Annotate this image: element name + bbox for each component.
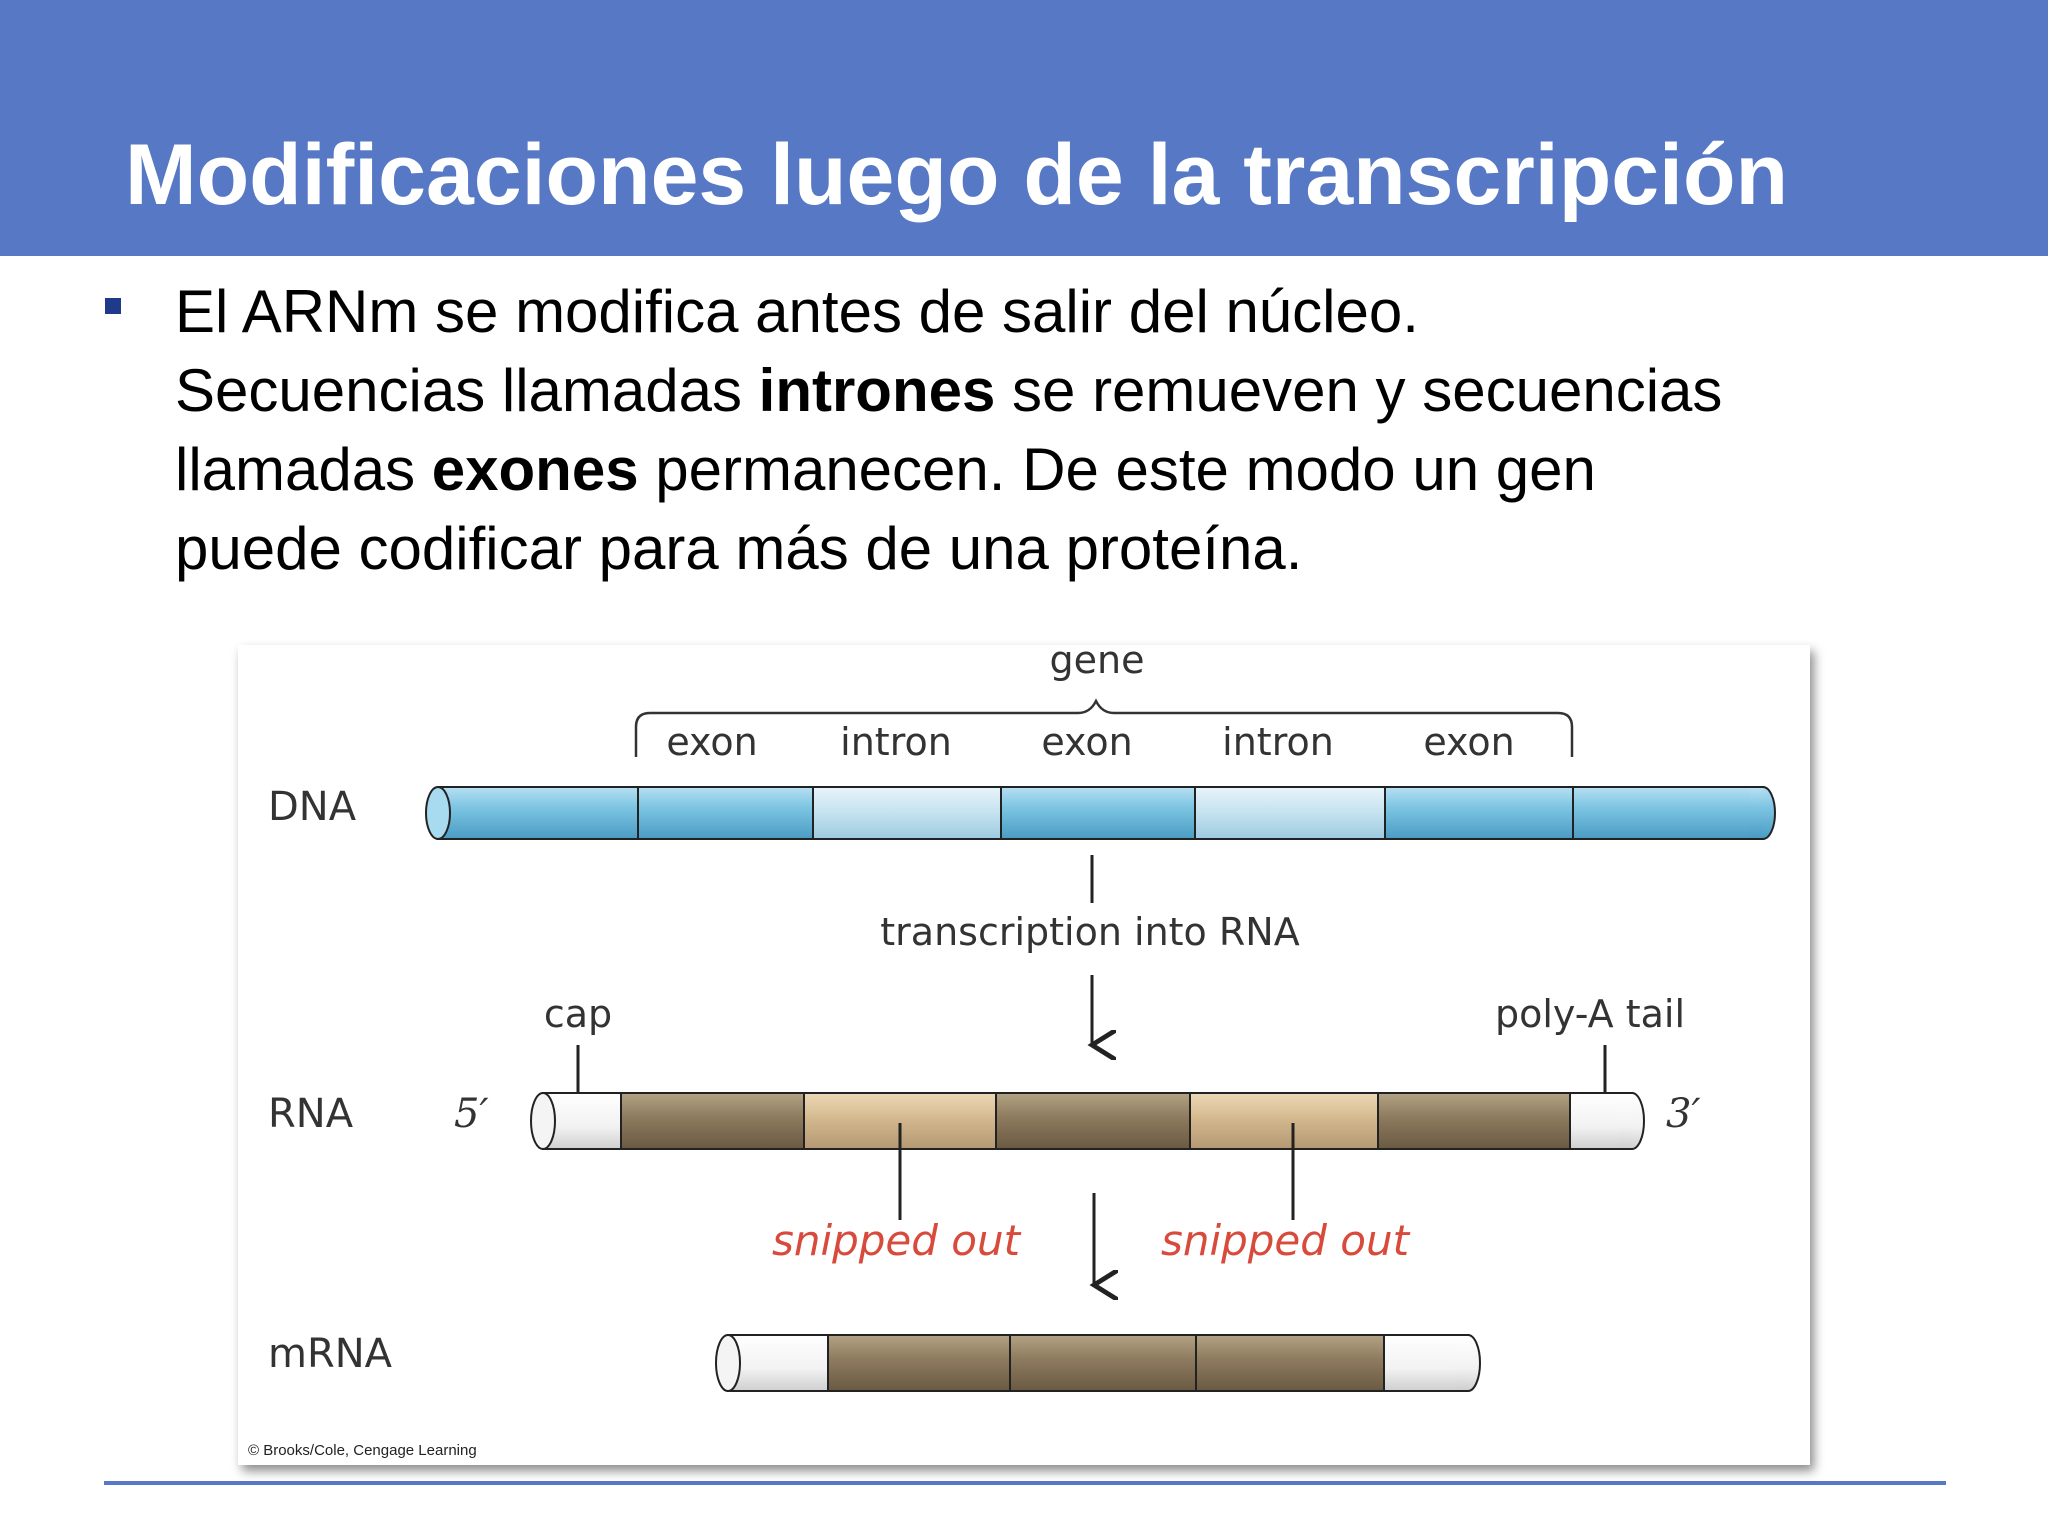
row-label-dna: DNA [268,784,357,830]
mrna-strand [715,1334,1481,1392]
slide-body-text: El ARNm se modifica antes de salir del n… [175,272,1995,588]
term-exons: exones [431,436,639,503]
body-line-2-pre: Secuencias llamadas [175,357,759,424]
splicing-diagram: gene exon intron exon intron exon DNA tr… [268,645,1776,1392]
snipped-out-left: snipped out [772,1216,1022,1265]
polya-label: poly-A tail [1495,992,1685,1036]
term-introns: intrones [758,357,996,424]
five-prime-label: 5′ [454,1091,489,1137]
label-intron-2: intron [1222,720,1334,764]
snipped-out-right: snipped out [1161,1216,1411,1265]
body-line-2: Secuencias llamadas intrones se remueven… [175,351,1995,430]
label-exon-2: exon [1041,720,1132,764]
row-label-rna: RNA [268,1091,354,1137]
body-line-3: llamadas exones permanecen. De este modo… [175,430,1995,509]
dna-flank-right [1572,786,1764,840]
gene-label: gene [1050,645,1145,682]
dna-strand [425,786,1776,840]
bottom-rule [104,1481,1946,1485]
dna-exon-2 [1000,786,1196,840]
label-exon-3: exon [1423,720,1514,764]
bullet-marker [105,298,121,314]
mrna-exon-1 [827,1334,1011,1392]
title-bar [0,0,2048,256]
three-prime-label: 3′ [1666,1091,1701,1137]
splicing-figure: gene exon intron exon intron exon DNA tr… [238,645,1810,1465]
row-label-mrna: mRNA [268,1331,393,1377]
rna-exon-2 [995,1092,1191,1150]
body-line-1: El ARNm se modifica antes de salir del n… [175,278,1419,345]
mrna-exon-2 [1009,1334,1197,1392]
mrna-exon-3 [1195,1334,1385,1392]
slide-title: Modificaciones luego de la transcripción [125,127,1789,223]
rna-exon-3 [1377,1092,1571,1150]
body-line-3-pre: llamadas [175,436,432,503]
figure-credit: © Brooks/Cole, Cengage Learning [248,1442,477,1459]
dna-exon-1 [637,786,814,840]
label-intron-1: intron [840,720,952,764]
body-line-3-post: permanecen. De este modo un gen [638,436,1596,503]
dna-exon-3 [1384,786,1574,840]
dna-intron-1 [812,786,1002,840]
cap-label: cap [544,992,612,1036]
dna-intron-2 [1194,786,1386,840]
dna-end-left [425,786,451,840]
rna-exon-1 [620,1092,805,1150]
body-line-4: puede codificar para más de una proteína… [175,515,1303,582]
dna-flank-left [437,786,639,840]
label-exon-1: exon [666,720,757,764]
mrna-end-left [715,1334,741,1392]
transcription-label: transcription into RNA [880,910,1299,954]
mrna-cap [727,1334,829,1392]
rna-strand [530,1092,1645,1150]
rna-intron-2 [1189,1092,1379,1150]
body-line-2-post: se remueven y secuencias [995,357,1723,424]
rna-end-left [530,1092,556,1150]
gene-brace [634,698,1574,757]
